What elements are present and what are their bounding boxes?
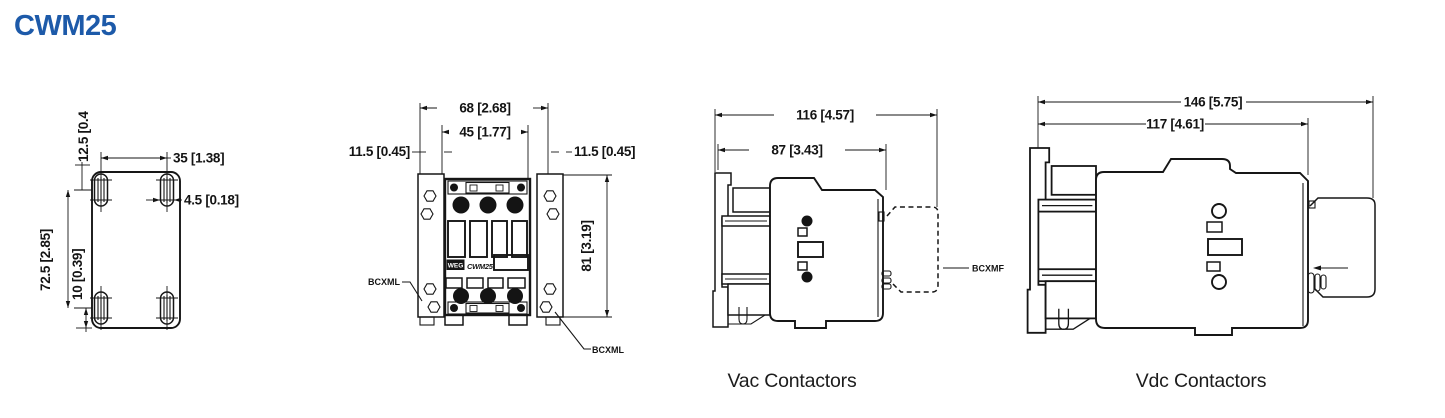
dim-text: 35 [1.38] — [173, 151, 224, 166]
pole-window — [511, 220, 528, 258]
pole-window — [447, 220, 466, 258]
dim-text: 10 [0.39] — [70, 249, 85, 300]
accessory-outline-dashed — [886, 206, 939, 293]
side-dot — [801, 271, 813, 283]
dim-text: 117 [4.61] — [1146, 117, 1204, 132]
dimension-body-depth: 117 [4.61] — [1038, 117, 1309, 175]
dim-text: 81 [3.19] — [579, 220, 594, 271]
dim-text: 87 [3.43] — [771, 143, 822, 158]
accessory-label: BCXMF — [972, 264, 1004, 274]
dimension-top-offset: 12.5 [0.4 — [75, 111, 91, 190]
dim-text: 68 [2.68] — [459, 101, 510, 116]
dim-text: 11.5 [0.45] — [574, 144, 635, 159]
coil-window — [493, 254, 529, 271]
side-circle — [1211, 203, 1227, 219]
dimension-hole-pitch-v: 72.5 [2.85] — [38, 189, 92, 309]
coil-terminal-window — [797, 241, 824, 258]
side-circle — [1211, 274, 1227, 290]
contactor-front-view-drawing: 68 [2.68] 45 [1.77] 11.5 [0.45] 11.5 [0.… — [349, 101, 636, 356]
dimension-inner-width: 45 [1.77] — [442, 125, 528, 140]
mounting-plate — [91, 171, 181, 329]
accessory-callout-left: BCXML — [368, 277, 423, 302]
dimension-slot-width: 4.5 [0.18] — [146, 193, 239, 208]
accessory-label: BCXML — [592, 345, 624, 355]
dimension-left-margin: 11.5 [0.45] — [349, 144, 452, 159]
vac-caption: Vac Contactors — [727, 370, 857, 392]
din-rail-bracket — [1026, 147, 1097, 334]
dim-text: 12.5 [0.4 — [76, 111, 91, 162]
dimension-hole-pitch-h: 35 [1.38] — [100, 151, 225, 168]
contactor-side-body — [1095, 158, 1309, 336]
page-title: CWM25 — [14, 10, 117, 42]
terminal-dot — [479, 196, 497, 214]
side-dot — [801, 215, 813, 227]
dimension-right-margin: 11.5 [0.45] — [551, 144, 636, 159]
accessory-module — [1307, 197, 1376, 298]
dimension-overall-depth: 146 [5.75] — [1037, 95, 1374, 198]
contactor-side-body — [769, 177, 892, 329]
mounting-slot — [90, 168, 112, 212]
mounting-slot — [90, 286, 112, 330]
pole-window — [469, 220, 488, 258]
vdc-side-view-drawing: 146 [5.75] 117 [4.61] — [1026, 95, 1376, 392]
accessory-callout-right: BCXML — [554, 311, 624, 355]
terminal-dot — [480, 288, 496, 304]
dimension-height: 81 [3.19] — [563, 174, 612, 318]
coil-terminal-window — [1207, 238, 1243, 256]
dimension-body-depth: 87 [3.43] — [717, 143, 887, 190]
brand-text: WEG — [448, 263, 464, 270]
dim-text: 45 [1.77] — [459, 125, 510, 140]
model-text: CWM25 — [467, 262, 494, 271]
dim-text: 4.5 [0.18] — [184, 193, 239, 208]
dimension-bottom-offset: 10 [0.39] — [70, 249, 92, 332]
mounting-slot — [156, 168, 178, 212]
mounting-pattern-drawing: 35 [1.38] 4.5 [0.18] 72.5 [2.85] 10 [0.3… — [38, 111, 239, 332]
dim-text: 11.5 [0.45] — [349, 144, 410, 159]
top-terminal-strip — [447, 180, 528, 195]
contactor-front-body: WEG CWM25 — [417, 173, 564, 326]
brand-plate: WEG CWM25 — [446, 259, 494, 271]
terminal-dot — [452, 196, 470, 214]
dimension-overall-width: 68 [2.68] — [420, 101, 548, 116]
vac-side-view-drawing: 116 [4.57] 87 [3.43] — [712, 108, 1004, 392]
pole-window — [491, 220, 508, 258]
hex-hole — [420, 190, 560, 313]
dimension-overall-depth: 116 [4.57] — [714, 108, 938, 207]
terminal-dot — [507, 288, 523, 304]
bottom-terminal-strip — [447, 301, 528, 315]
dim-text: 72.5 [2.85] — [38, 229, 53, 291]
din-rail-bracket — [712, 172, 771, 328]
accessory-callout: BCXMF — [943, 264, 1004, 274]
terminal-dot — [453, 288, 469, 304]
accessory-label: BCXML — [368, 277, 400, 287]
vdc-caption: Vdc Contactors — [1136, 370, 1267, 392]
terminal-dot — [506, 196, 524, 214]
dim-text: 146 [5.75] — [1184, 95, 1243, 110]
mounting-slot — [156, 286, 178, 330]
dim-text: 116 [4.57] — [796, 108, 854, 123]
